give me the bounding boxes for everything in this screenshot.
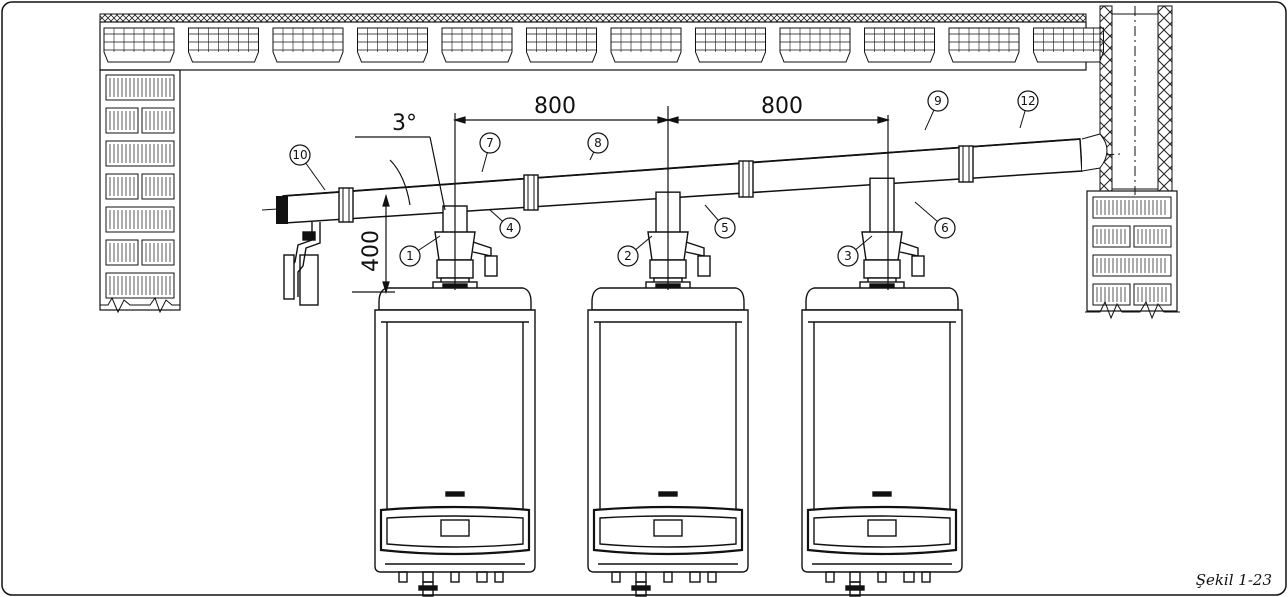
ceiling-block (948, 27, 1020, 63)
callout-8: 8 (587, 132, 609, 161)
dimension-800-left: 800 (534, 94, 576, 119)
callout-label: 5 (721, 221, 729, 235)
ceiling-block (526, 27, 597, 63)
brick (1092, 283, 1131, 306)
left-brick-wall (99, 69, 181, 314)
callout-label: 7 (486, 136, 494, 150)
pipe-joint (338, 187, 354, 223)
brick (1092, 225, 1131, 248)
callout-label: 8 (594, 136, 602, 150)
ceiling-slab (99, 13, 1104, 71)
brick (105, 74, 175, 101)
brick (141, 107, 175, 134)
callout-10: 10 (289, 144, 326, 191)
right-wall-chimney (1085, 5, 1180, 320)
callout-2: 2 (617, 235, 653, 267)
callout-label: 1 (406, 249, 414, 263)
brick (105, 107, 139, 134)
brick (105, 173, 139, 200)
brick (105, 272, 175, 299)
ceiling-block (357, 27, 428, 63)
ceiling-blocks (103, 27, 1104, 63)
ceiling-block (272, 27, 344, 63)
brick (105, 239, 139, 266)
ceiling-block (779, 27, 851, 63)
callout-12: 12 (1017, 90, 1039, 129)
brick (1092, 254, 1172, 277)
callout-label: 2 (624, 249, 632, 263)
boilers (374, 177, 963, 597)
callout-1: 1 (399, 235, 441, 267)
callout-label: 12 (1020, 94, 1035, 108)
callout-label: 4 (506, 221, 514, 235)
dimension-800-right: 800 (761, 94, 803, 119)
ceiling-block (441, 27, 513, 63)
brick (1133, 283, 1172, 306)
callout-3: 3 (837, 235, 873, 267)
brick (1092, 196, 1172, 219)
callout-9: 9 (924, 90, 949, 131)
ceiling-block (1033, 27, 1104, 63)
callout-4: 4 (489, 209, 521, 239)
callout-5: 5 (704, 204, 736, 239)
ceiling-block (188, 27, 259, 63)
callout-label: 6 (941, 221, 949, 235)
pipe-joint (958, 145, 974, 183)
pipe-joint (523, 174, 539, 211)
ceiling-block (864, 27, 935, 63)
brick (1133, 225, 1172, 248)
flue-pipe (261, 133, 1121, 224)
callout-6: 6 (914, 201, 956, 239)
slope-angle-label: 3° (392, 111, 417, 136)
boiler-unit (587, 191, 749, 597)
callout-label: 9 (934, 94, 942, 108)
callout-label: 3 (844, 249, 852, 263)
ceiling-block (695, 27, 766, 63)
ceiling-block (103, 27, 175, 63)
callout-7: 7 (479, 132, 501, 173)
brick (105, 206, 175, 233)
brick (141, 239, 175, 266)
dimension-lines (352, 106, 891, 295)
figure-caption: Şekil 1-23 (1195, 571, 1272, 589)
pipe-joint (738, 160, 754, 198)
ceiling-block (610, 27, 682, 63)
brick (105, 140, 175, 167)
dimension-400: 400 (359, 230, 384, 272)
condensate-trap (283, 222, 321, 306)
boiler-unit (801, 177, 963, 597)
brick (141, 173, 175, 200)
boiler-unit (374, 205, 536, 597)
callout-label: 10 (292, 148, 307, 162)
